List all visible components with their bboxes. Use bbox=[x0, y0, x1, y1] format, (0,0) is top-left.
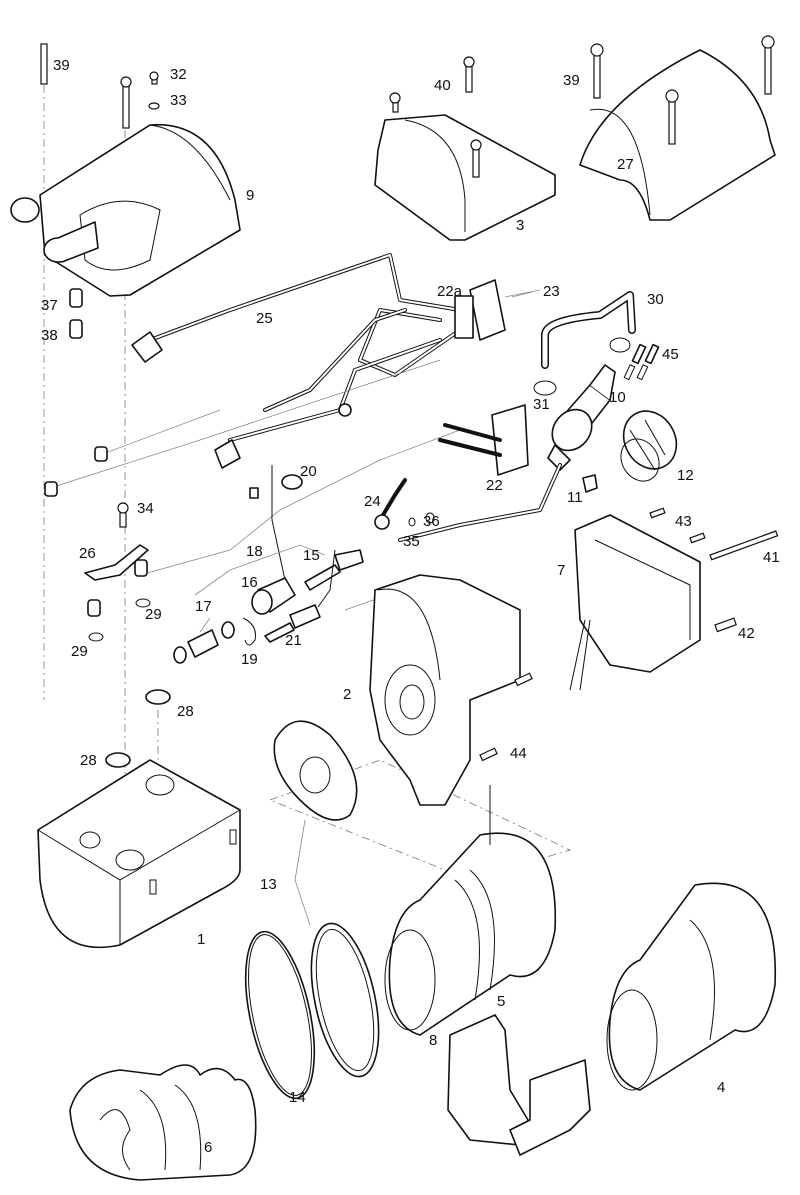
label-27: 27 bbox=[617, 156, 634, 173]
part-25-wiring-harness bbox=[44, 253, 462, 576]
part-9-circulation-pump bbox=[10, 71, 241, 297]
leader-lines bbox=[199, 291, 533, 633]
part-22-connector bbox=[438, 404, 529, 476]
label-25: 25 bbox=[256, 310, 273, 327]
part-23-connector-housing bbox=[454, 279, 541, 341]
part-17-fuel-screen bbox=[173, 621, 235, 664]
label-33: 33 bbox=[170, 92, 187, 109]
part-14-seal-ring bbox=[244, 930, 316, 1100]
label-15: 15 bbox=[303, 547, 320, 564]
label-6: 6 bbox=[204, 1139, 213, 1156]
part-21-flame-sensor bbox=[264, 549, 336, 643]
label-36: 36 bbox=[423, 513, 440, 530]
part-8-bracket bbox=[447, 1014, 591, 1156]
label-34: 34 bbox=[137, 500, 154, 517]
label-12: 12 bbox=[677, 467, 694, 484]
label-17: 17 bbox=[195, 598, 212, 615]
label-18: 18 bbox=[246, 543, 263, 560]
part-19-retaining-clip bbox=[242, 617, 256, 646]
part-18-fuel-line bbox=[194, 544, 326, 596]
part-6-combustion-chamber bbox=[69, 1064, 257, 1181]
part-16-fuel-connection bbox=[251, 465, 296, 615]
label-40: 40 bbox=[434, 77, 451, 94]
part-30-hose bbox=[533, 291, 636, 396]
part-28-o-rings bbox=[105, 689, 171, 768]
label-7: 7 bbox=[557, 562, 566, 579]
label-8: 8 bbox=[429, 1032, 438, 1049]
label-13: 13 bbox=[260, 876, 277, 893]
label-5: 5 bbox=[497, 993, 506, 1010]
label-29-upper: 29 bbox=[145, 606, 162, 623]
label-26: 26 bbox=[79, 545, 96, 562]
part-3-blower-cover bbox=[374, 56, 556, 241]
part-27-cover bbox=[579, 35, 776, 221]
label-30: 30 bbox=[647, 291, 664, 308]
part-20-grommet bbox=[281, 474, 303, 490]
screw-39-left bbox=[40, 43, 48, 85]
label-20: 20 bbox=[300, 463, 317, 480]
part-4-exhaust-sleeve bbox=[606, 882, 777, 1091]
label-35: 35 bbox=[403, 533, 420, 550]
label-10: 10 bbox=[609, 389, 626, 406]
label-24: 24 bbox=[364, 493, 381, 510]
part-15-glow-plug bbox=[304, 549, 364, 591]
part-5-intake-sleeve bbox=[384, 785, 557, 1036]
clips-37-38 bbox=[69, 288, 83, 339]
label-42: 42 bbox=[738, 625, 755, 642]
part-1-heat-exchanger-housing bbox=[37, 759, 241, 949]
label-9: 9 bbox=[246, 187, 255, 204]
part-2-burner-head bbox=[369, 574, 533, 806]
label-28-upper: 28 bbox=[177, 703, 194, 720]
part-34-screw-26-clamp bbox=[84, 502, 149, 581]
label-11: 11 bbox=[567, 489, 583, 506]
part-7-control-unit-housing bbox=[569, 507, 779, 691]
label-38: 38 bbox=[41, 327, 58, 344]
label-19: 19 bbox=[241, 651, 258, 668]
label-23: 23 bbox=[543, 283, 560, 300]
label-37: 37 bbox=[41, 297, 58, 314]
label-32: 32 bbox=[170, 66, 187, 83]
label-41: 41 bbox=[763, 549, 780, 566]
label-29-lower: 29 bbox=[71, 643, 88, 660]
label-39-left: 39 bbox=[53, 57, 70, 74]
label-44: 44 bbox=[510, 745, 527, 762]
label-16: 16 bbox=[241, 574, 258, 591]
part-45-terminals bbox=[623, 343, 660, 381]
label-45: 45 bbox=[662, 346, 679, 363]
part-24-ground-cable bbox=[374, 478, 435, 530]
label-21: 21 bbox=[285, 632, 302, 649]
label-14: 14 bbox=[289, 1089, 306, 1106]
label-4: 4 bbox=[717, 1079, 726, 1096]
label-1: 1 bbox=[197, 931, 206, 948]
part-29-washers bbox=[87, 559, 151, 642]
label-22a: 22a bbox=[437, 283, 463, 300]
label-2: 2 bbox=[343, 686, 352, 703]
label-22: 22 bbox=[486, 477, 503, 494]
part-10-metering-pump bbox=[398, 364, 616, 542]
label-3: 3 bbox=[516, 217, 525, 234]
part-13-gasket-set bbox=[273, 720, 380, 1078]
label-28-lower: 28 bbox=[80, 752, 97, 769]
part-12-filter-cage bbox=[620, 410, 678, 482]
label-31: 31 bbox=[533, 396, 550, 413]
part-11-plug bbox=[582, 474, 598, 493]
label-39-right: 39 bbox=[563, 72, 580, 89]
label-43: 43 bbox=[675, 513, 692, 530]
